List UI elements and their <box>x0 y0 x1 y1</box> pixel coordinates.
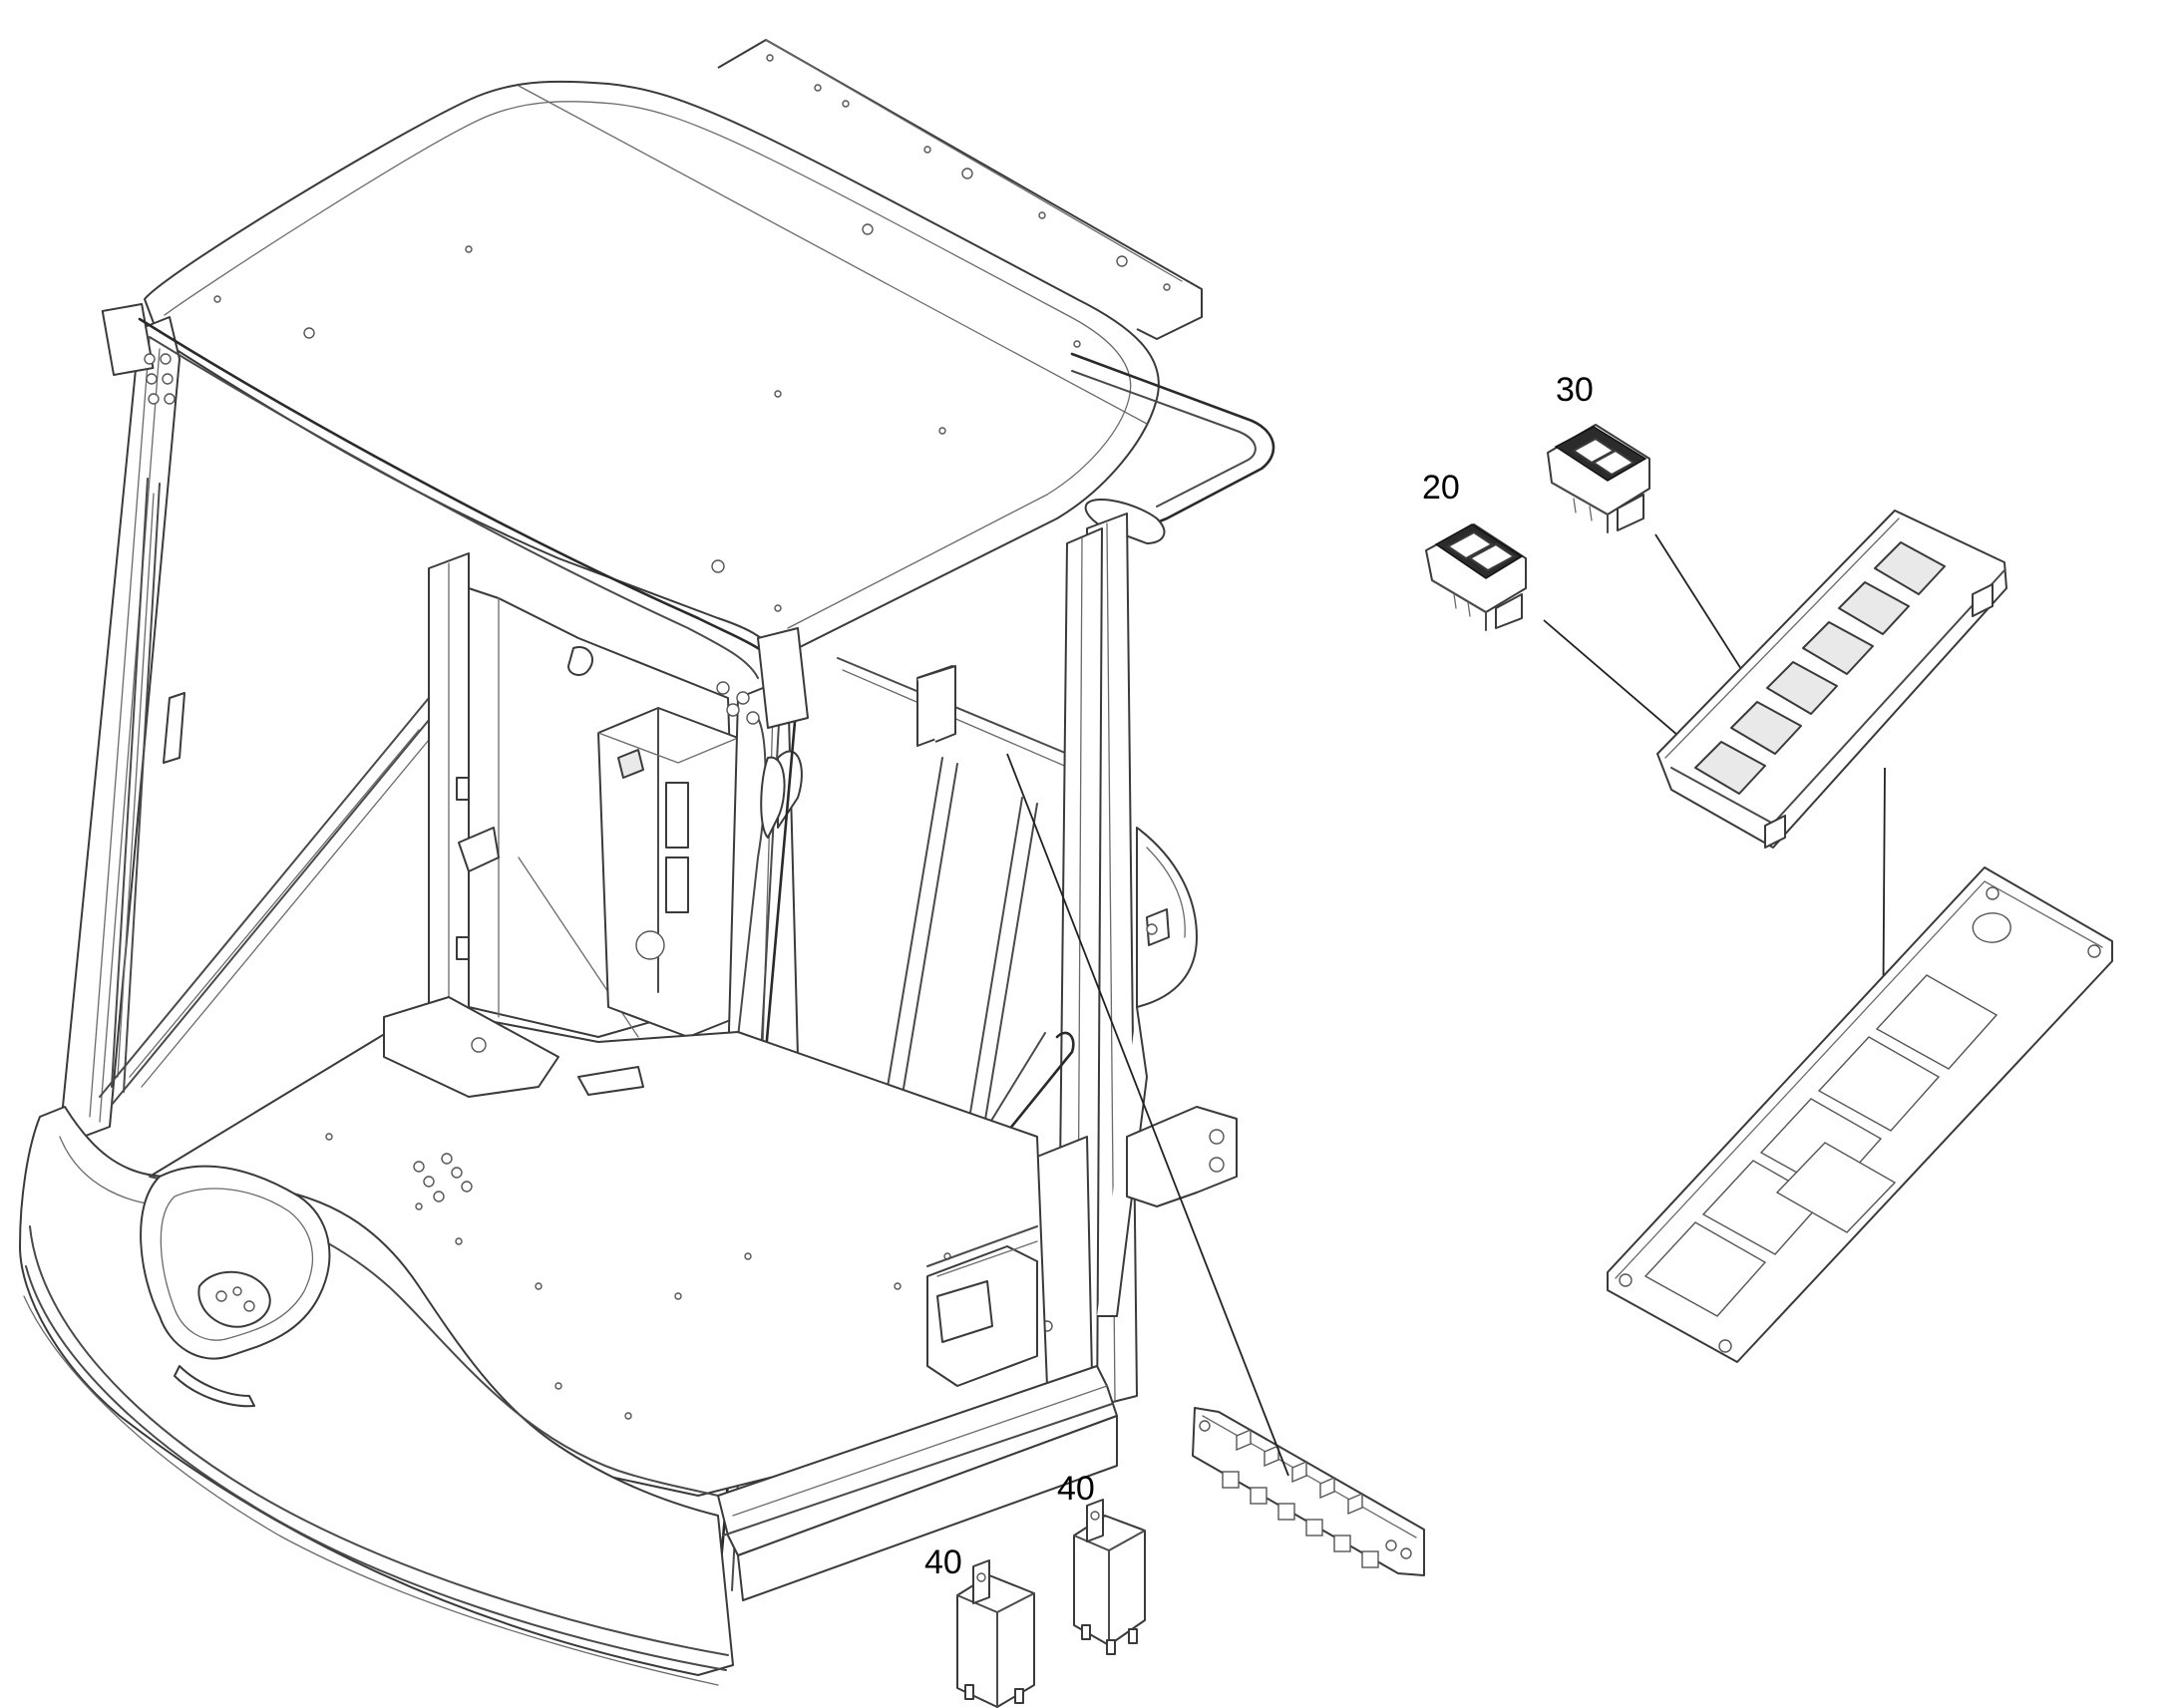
rocker-switch-a <box>1425 523 1527 631</box>
lower-right-body <box>717 1365 1118 1601</box>
front-canopy-lip <box>138 317 780 679</box>
roof-panel <box>144 80 1160 659</box>
left-front-post <box>59 303 181 1143</box>
cab-frame <box>19 39 1275 1686</box>
relay-left <box>956 1559 1035 1708</box>
callout-20: 20 <box>1422 469 1460 507</box>
switch-panel-slots <box>1694 541 1946 795</box>
left-side-brace <box>99 697 440 1106</box>
roof-mounting-plate <box>717 39 1203 340</box>
door-step <box>926 1225 1038 1277</box>
relay-right <box>1073 1499 1146 1655</box>
relay-socket-row-lower <box>1222 1471 1379 1568</box>
callout-labels: 20 30 40 40 <box>924 371 1594 1581</box>
switch-panel-housing <box>1656 510 2007 849</box>
gasket-cutouts <box>1643 974 1998 1317</box>
relay-socket-row-upper <box>1236 1428 1363 1516</box>
leader-relay-plate-to-cab <box>1006 753 1289 1477</box>
rocker-switch-b <box>1547 424 1650 533</box>
door-strike-bracket <box>916 665 956 743</box>
relay-socket-plate <box>1192 1407 1425 1576</box>
callout-30: 30 <box>1556 371 1594 409</box>
callout-40-left: 40 <box>924 1543 962 1581</box>
switch-panel-gasket <box>1607 866 2113 1363</box>
steering-pedestal <box>140 1165 331 1408</box>
callout-40-right: 40 <box>1057 1470 1095 1508</box>
rear-console-box <box>597 707 739 1038</box>
rear-right-post <box>727 677 803 1068</box>
left-door-strip <box>111 478 185 1093</box>
